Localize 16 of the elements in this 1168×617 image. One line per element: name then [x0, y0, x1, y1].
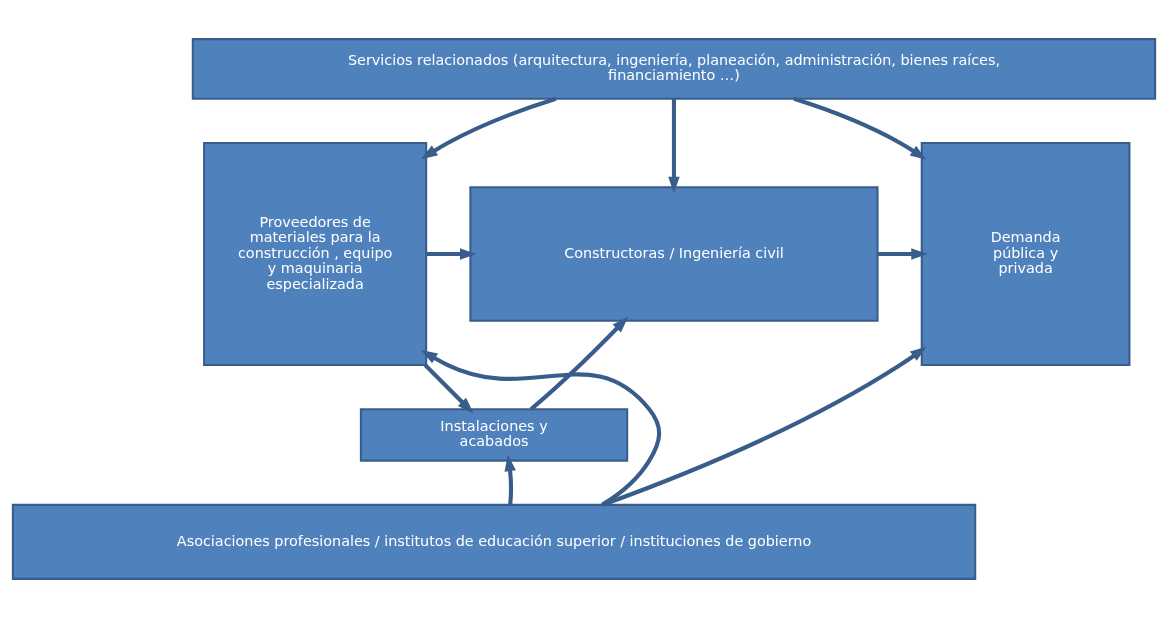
- arrow: [602, 346, 927, 507]
- arrow: [420, 349, 662, 507]
- node-box: Servicios relacionados (arquitectura, ingeniería, planeación, administración, bienes raíces, financiamiento …): [191, 37, 1157, 100]
- arrow: [877, 247, 928, 260]
- arrow: [504, 454, 516, 505]
- arrow: [793, 96, 927, 160]
- node-box: Proveedores de materiales para la construcción , equipo y maquinaria especializada: [203, 141, 428, 366]
- node-box: Instalaciones y acabados: [359, 407, 629, 462]
- arrow: [426, 247, 477, 260]
- arrow: [421, 96, 557, 159]
- node-box: Demanda pública y privada: [920, 141, 1131, 366]
- arrow: [423, 363, 474, 413]
- node-box: Constructoras / Ingeniería civil: [469, 185, 879, 322]
- node-box: Asociaciones profesionales / institutos de educación superior / instituciones de gobierno: [11, 503, 977, 580]
- arrow: [529, 316, 629, 411]
- arrow: [668, 98, 680, 193]
